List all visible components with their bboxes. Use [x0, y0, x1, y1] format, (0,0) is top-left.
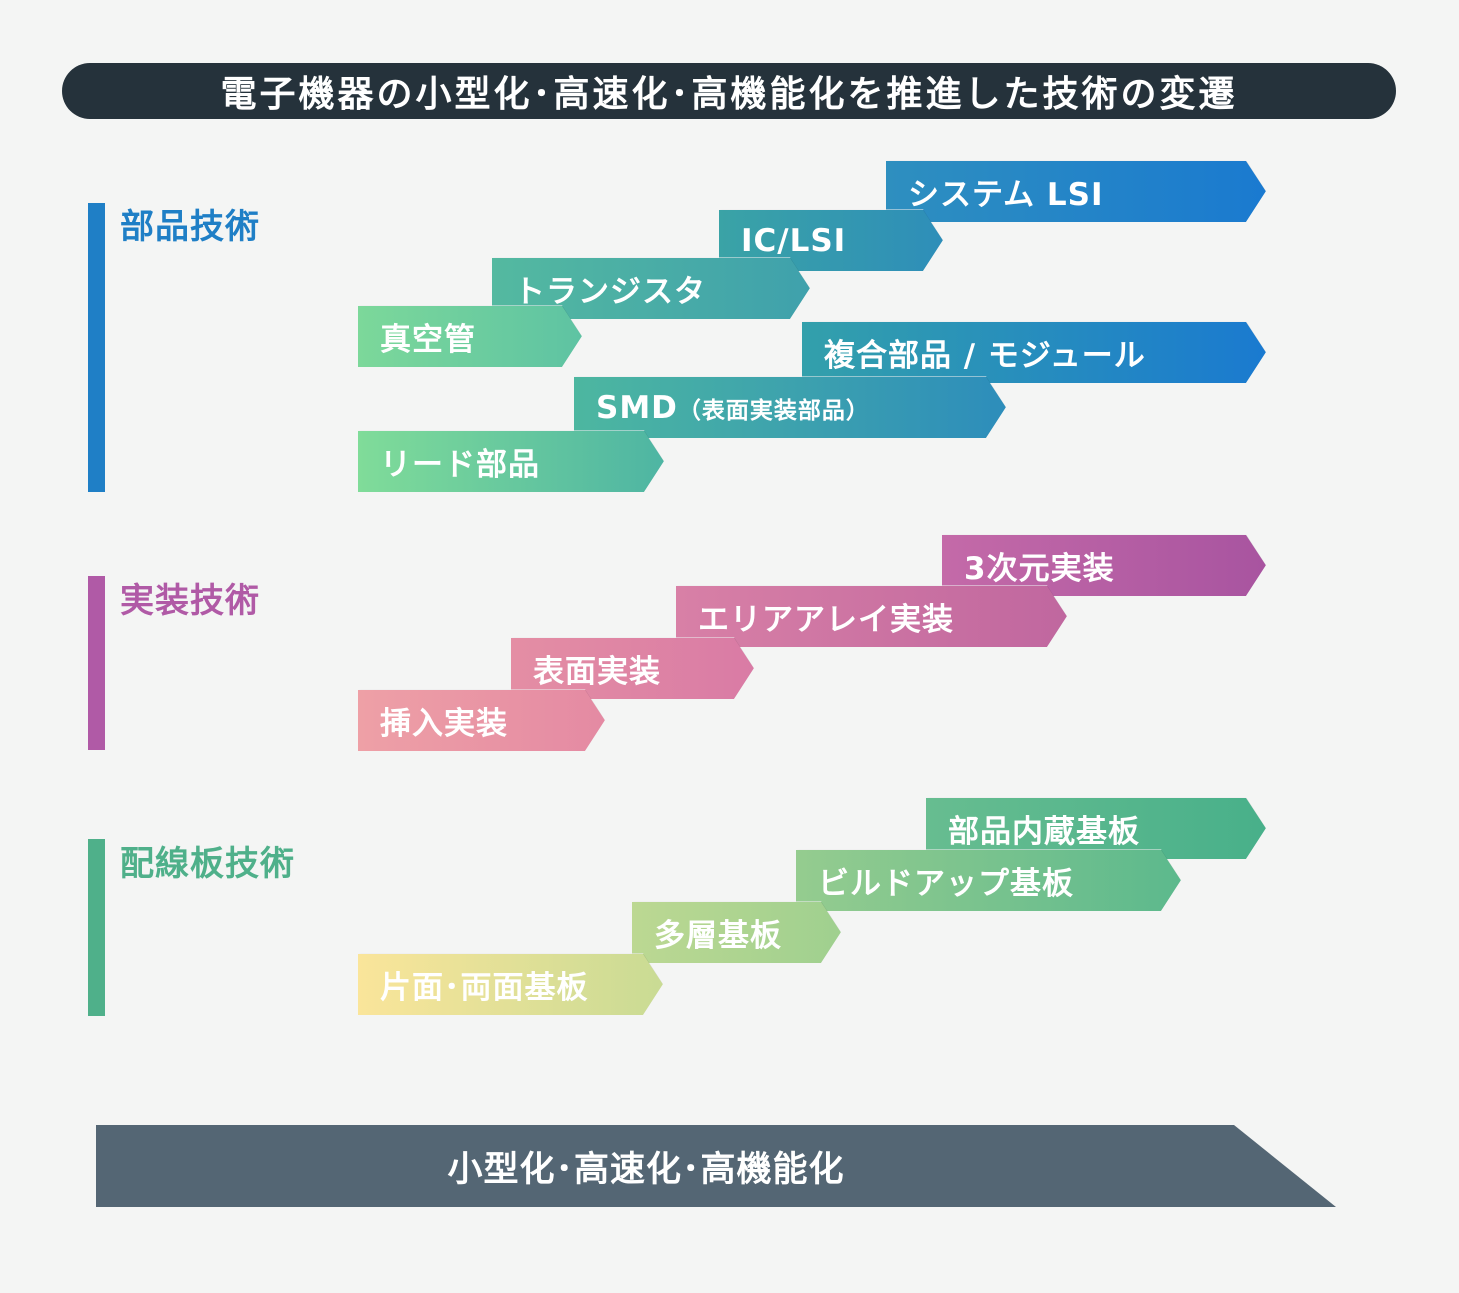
arrow-smd: SMD（表面実装部品）: [574, 376, 1006, 438]
category-label-mounting: 実装技術: [120, 581, 260, 621]
arrow-label: リード部品: [380, 447, 540, 483]
arrow-label: 真空管: [380, 322, 476, 358]
arrow-embedded-board: 部品内蔵基板: [926, 797, 1266, 859]
arrow-label: 多層基板: [654, 918, 782, 954]
page-title: 電子機器の小型化･高速化･高機能化を推進した技術の変遷: [220, 74, 1238, 115]
arrow-lead-components: リード部品: [358, 430, 664, 492]
title-bar: 電子機器の小型化･高速化･高機能化を推進した技術の変遷: [62, 63, 1396, 119]
arrow-surface-mount: 表面実装: [511, 637, 754, 699]
arrow-label: 部品内蔵基板: [948, 814, 1140, 850]
category-bar-wiring-board: [88, 839, 105, 1016]
arrow-composite-module: 複合部品 / モジュール: [802, 321, 1266, 383]
arrow-label: 挿入実装: [380, 706, 508, 742]
arrow-area-array: エリアアレイ実装: [676, 585, 1067, 647]
arrow-label: ビルドアップ基板: [818, 866, 1074, 902]
arrow-label: 片面･両面基板: [380, 970, 589, 1006]
arrow-system-lsi: システム LSI: [886, 160, 1266, 222]
category-label-components: 部品技術: [120, 207, 260, 247]
category-bar-mounting: [88, 576, 105, 750]
arrow-transistor: トランジスタ: [492, 257, 810, 319]
arrow-label: 表面実装: [533, 654, 661, 690]
arrow-label: トランジスタ: [514, 274, 706, 310]
arrow-label: 3次元実装: [964, 551, 1115, 587]
arrow-buildup-board: ビルドアップ基板: [796, 849, 1181, 911]
arrow-multilayer-board: 多層基板: [632, 901, 841, 963]
category-label-wiring-board: 配線板技術: [120, 844, 295, 884]
arrow-label: システム LSI: [908, 177, 1104, 213]
arrow-single-double-board: 片面･両面基板: [358, 953, 663, 1015]
arrow-label: SMD（表面実装部品）: [596, 389, 870, 426]
category-bar-components: [88, 203, 105, 492]
arrow-vacuum-tube: 真空管: [358, 305, 582, 367]
arrow-sublabel: （表面実装部品）: [677, 397, 870, 424]
bottom-banner-label: 小型化･高速化･高機能化: [447, 1149, 845, 1190]
arrow-label: 複合部品 / モジュール: [824, 338, 1146, 374]
arrow-label: エリアアレイ実装: [698, 602, 954, 638]
arrow-label: IC/LSI: [741, 222, 847, 259]
bottom-banner-arrow: 小型化･高速化･高機能化: [96, 1125, 1336, 1207]
arrow-insertion-mount: 挿入実装: [358, 689, 605, 751]
